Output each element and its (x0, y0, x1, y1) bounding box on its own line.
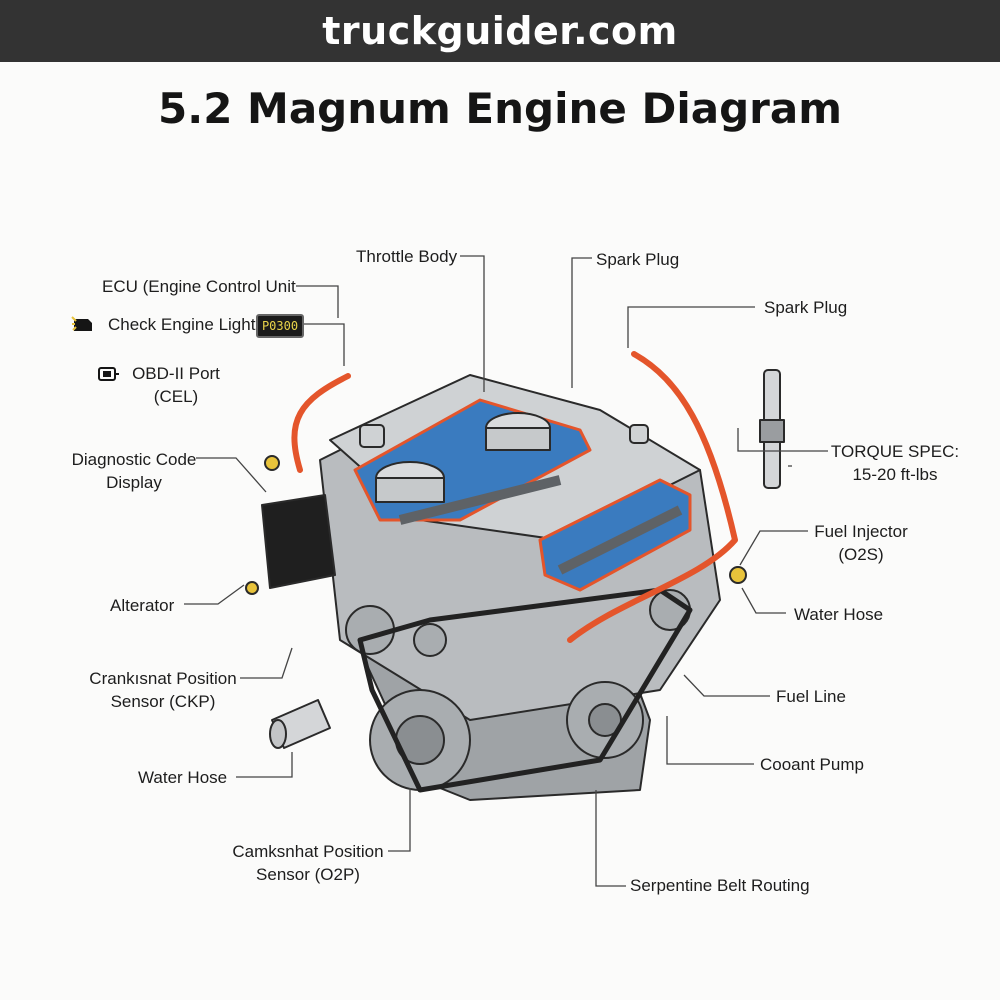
label-crankshaft-position-sensor: Crankısnat Position Sensor (CKP) (84, 667, 242, 713)
label-obd-port: OBD-II Port (CEL) (120, 362, 232, 408)
label-crank-line1: Crankısnat Position (89, 669, 237, 688)
label-obd-port-line1: OBD-II Port (132, 364, 220, 383)
label-water-hose-right: Water Hose (794, 605, 884, 624)
label-serpentine-belt-routing: Serpentine Belt Routing (630, 876, 810, 895)
serpentine-belt (357, 587, 693, 793)
label-cam-line2: Sensor (O2P) (256, 865, 360, 884)
label-torque-spec: TORQUE SPEC: 15-20 ft-lbs (820, 440, 970, 486)
label-diagnostic-code-display: Diagnostic Code Display (66, 448, 202, 494)
label-fuel-line: Fuel Line (776, 687, 846, 706)
check-engine-icon (71, 316, 92, 331)
hose-right (567, 351, 738, 643)
camshaft-left (398, 475, 562, 525)
dtc-code-readout: P0300 (256, 314, 304, 338)
label-cam-line1: Camksnhat Position (232, 842, 384, 861)
label-spark-plug-top: Spark Plug (596, 250, 680, 269)
site-name[interactable]: truckguider.com (322, 9, 678, 53)
label-check-engine-light: Check Engine Light (108, 315, 256, 334)
label-camshaft-position-sensor: Camksnhat Position Sensor (O2P) (228, 840, 388, 886)
hose-left (291, 373, 351, 473)
label-coolant-pump: Cooant Pump (760, 755, 864, 774)
label-ecu: ECU (Engine Control Unit (102, 277, 296, 296)
label-torque-line2: 15-20 ft-lbs (852, 465, 938, 484)
label-fuel-injector: Fuel Injector (O2S) (800, 520, 922, 566)
header-bar: truckguider.com (0, 0, 1000, 62)
label-crank-line2: Sensor (CKP) (110, 692, 216, 711)
label-water-hose-left: Water Hose (138, 768, 228, 787)
label-diagnostic-line1: Diagnostic Code (71, 450, 197, 469)
engine-illustration (245, 351, 785, 801)
label-throttle-body: Throttle Body (356, 247, 458, 266)
label-alterator: Alterator (110, 596, 175, 615)
leader-lines (184, 255, 828, 887)
camshaft-right (557, 505, 683, 575)
label-spark-plug-right: Spark Plug (764, 298, 848, 317)
engine-outline-icon (98, 367, 119, 381)
idler-pulley (413, 623, 447, 657)
label-torque-line1: TORQUE SPEC: (830, 442, 960, 461)
page-title: 5.2 Magnum Engine Diagram (158, 84, 842, 133)
label-fuel-injector-line2: (O2S) (838, 545, 884, 564)
label-obd-port-line2: (CEL) (153, 387, 199, 406)
label-fuel-injector-line1: Fuel Injector (814, 522, 908, 541)
ecu-module (261, 494, 336, 589)
label-diagnostic-line2: Display (106, 473, 162, 492)
